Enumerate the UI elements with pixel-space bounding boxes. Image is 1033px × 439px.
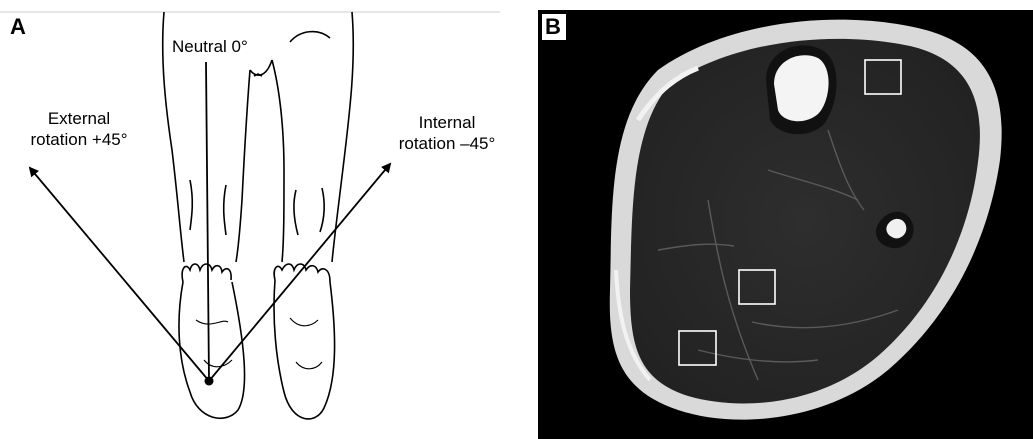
external-rotation-line1: External [20, 108, 138, 129]
panel-b-mri-image: B [538, 10, 1033, 439]
mri-cross-section [538, 10, 1033, 439]
neutral-label: Neutral 0° [172, 36, 248, 57]
internal-rotation-label: Internal rotation –45° [388, 112, 506, 154]
internal-rotation-line2: rotation –45° [388, 133, 506, 154]
external-rotation-line2: rotation +45° [20, 129, 138, 150]
panel-b-letter: B [542, 14, 566, 40]
right-leg-outline [250, 12, 353, 419]
legs-illustration [0, 0, 520, 439]
neutral-axis-line [206, 62, 209, 381]
pivot-point [205, 377, 214, 386]
internal-rotation-line1: Internal [388, 112, 506, 133]
external-rotation-label: External rotation +45° [20, 108, 138, 150]
panel-a-rotation-diagram: A [0, 0, 520, 439]
internal-rotation-arrow [209, 164, 390, 381]
